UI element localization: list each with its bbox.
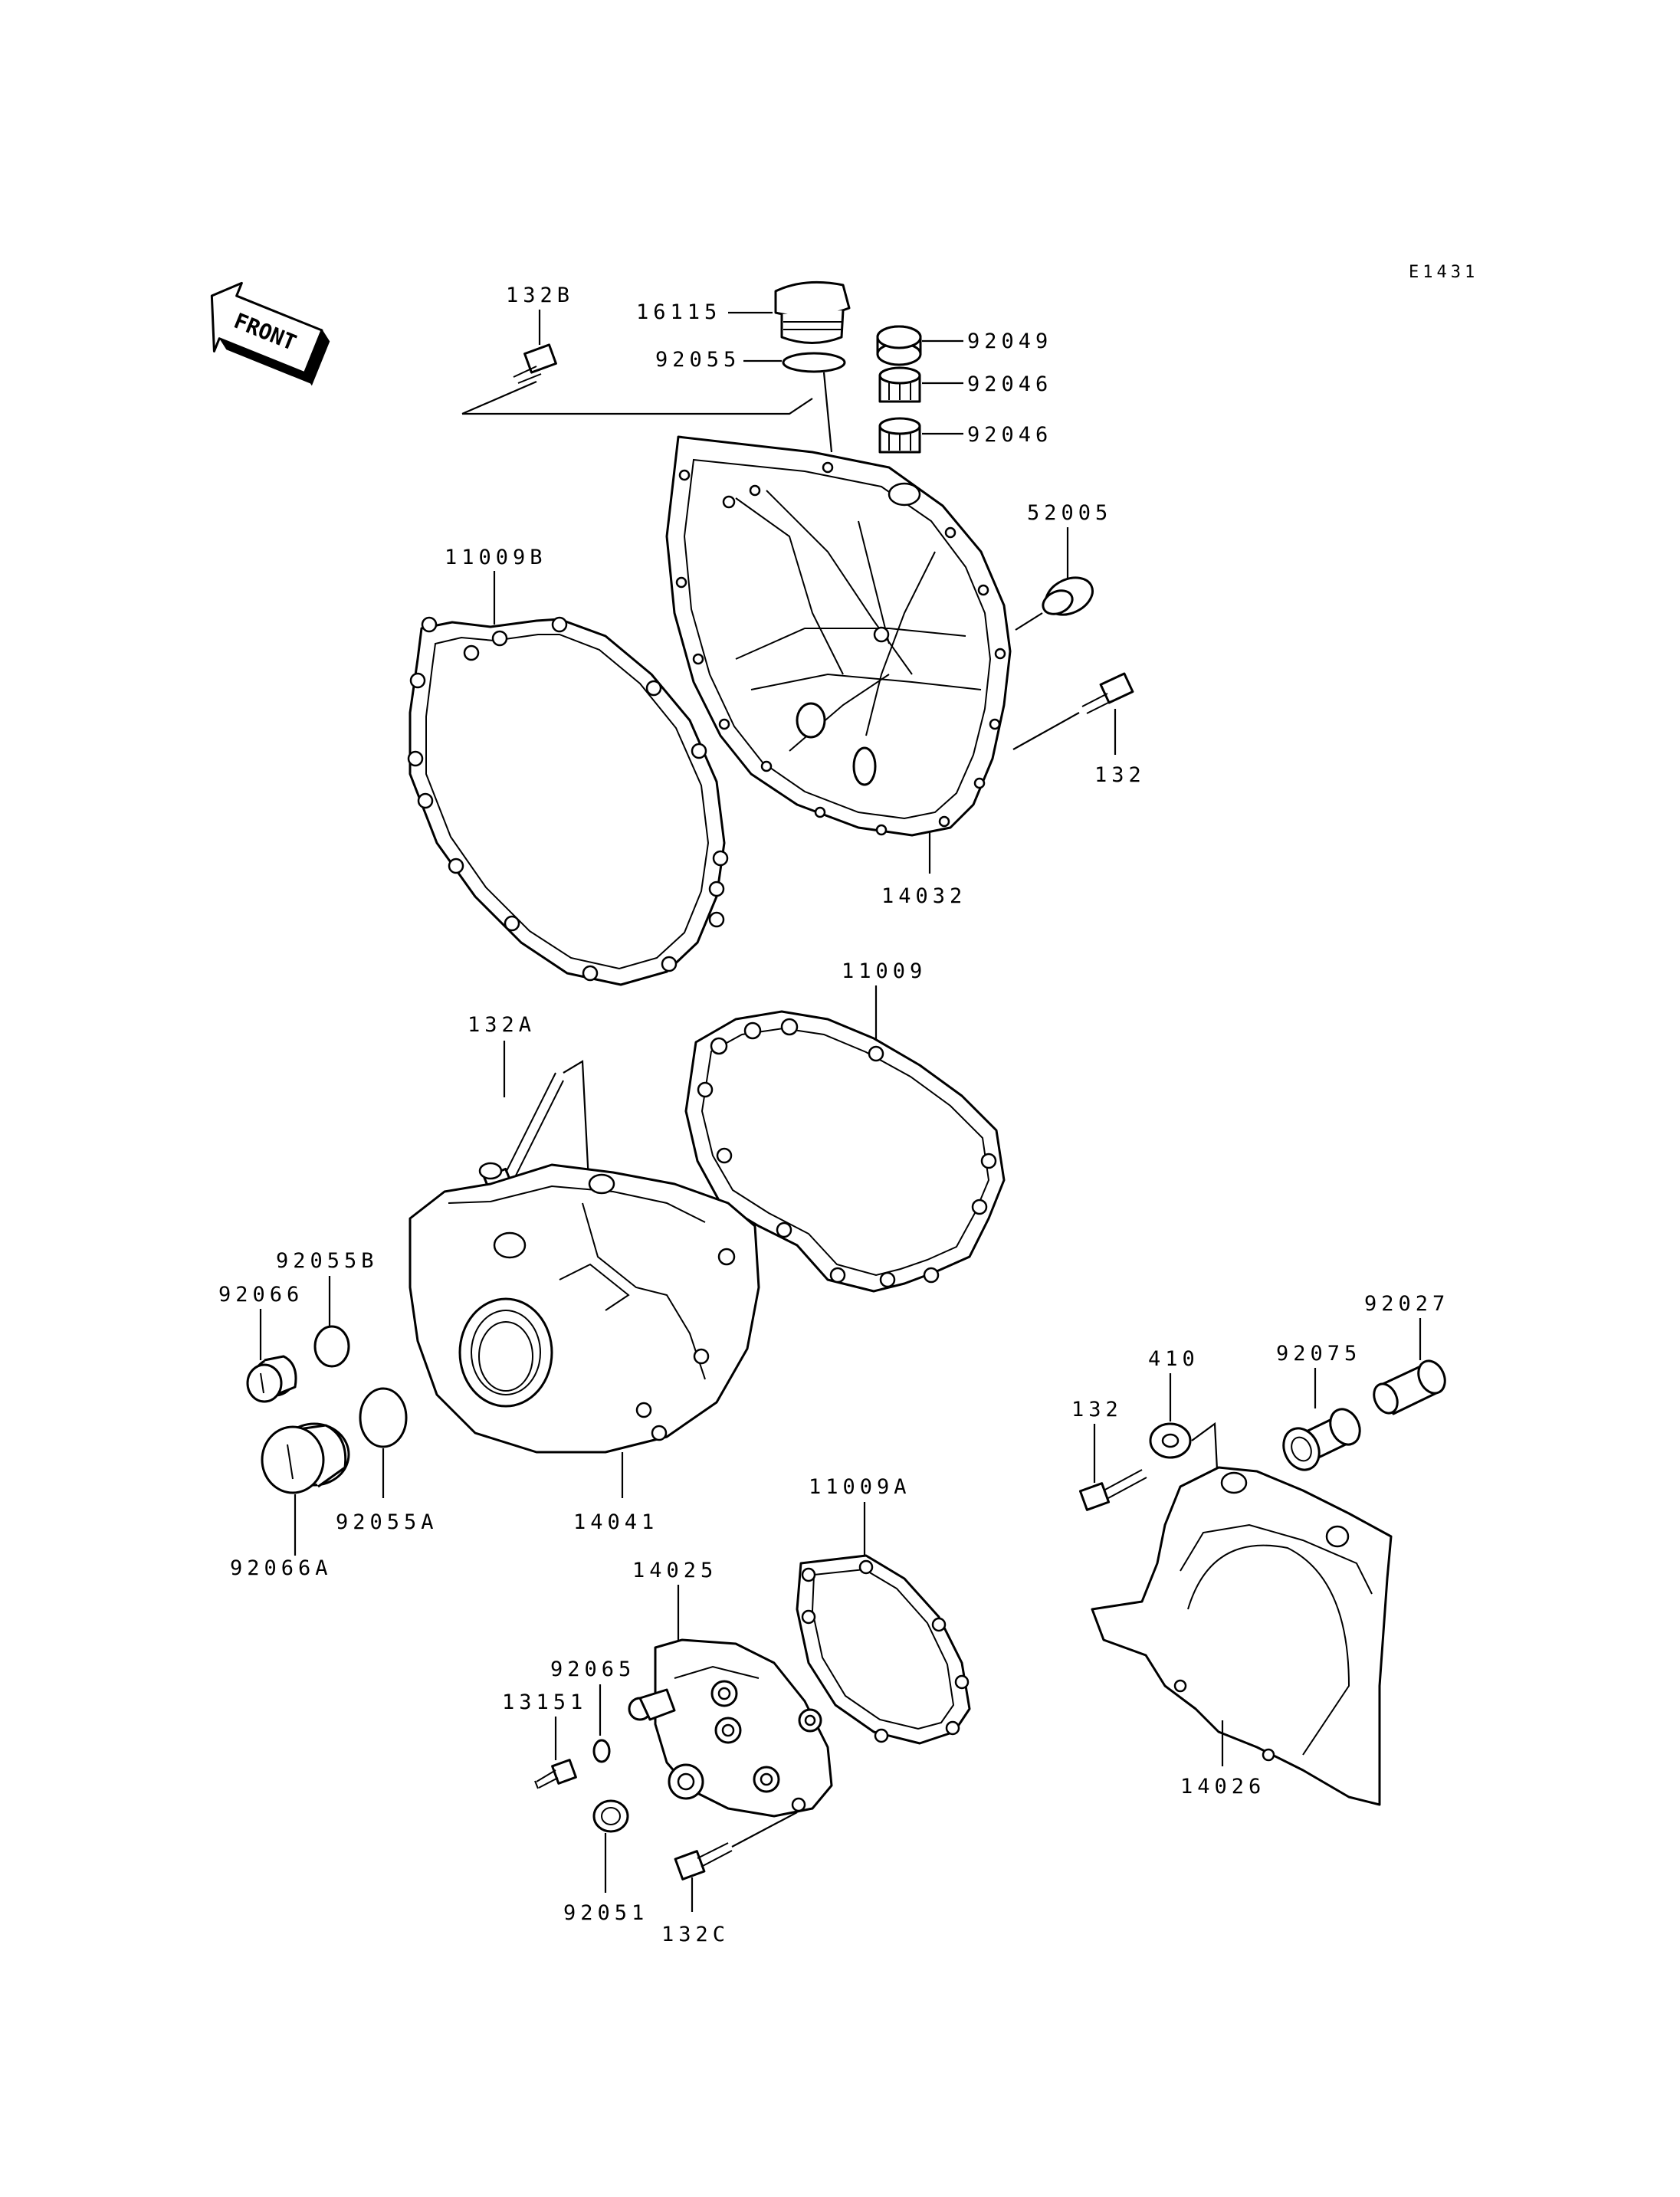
sprocket-cover-14026 xyxy=(1091,1466,1393,1806)
collar-92075 xyxy=(1282,1408,1361,1471)
label-16115: 16115 xyxy=(636,300,721,324)
label-13151: 13151 xyxy=(502,1690,587,1714)
label-92075: 92075 xyxy=(1276,1342,1361,1366)
bolt-132-right xyxy=(1078,1469,1147,1511)
gasket-11009a xyxy=(796,1554,971,1745)
bearing-92046-a xyxy=(878,366,921,403)
label-92027: 92027 xyxy=(1364,1292,1449,1316)
gasket-11009b xyxy=(407,616,729,986)
label-92049: 92049 xyxy=(967,330,1052,353)
label-11009a: 11009A xyxy=(809,1475,911,1499)
washer-92065 xyxy=(592,1739,611,1763)
bearing-92046-b xyxy=(878,417,921,454)
bolt-132-top xyxy=(1081,672,1134,714)
label-92055: 92055 xyxy=(655,348,740,372)
label-11009b: 11009B xyxy=(445,546,547,569)
washer-410 xyxy=(1149,1422,1192,1459)
diagram-code: E1431 xyxy=(1409,263,1478,282)
label-132b: 132B xyxy=(506,284,574,307)
label-14026: 14026 xyxy=(1180,1775,1265,1799)
label-92051: 92051 xyxy=(563,1901,648,1925)
label-132c: 132C xyxy=(661,1923,730,1946)
bolt-132b xyxy=(513,343,557,384)
label-132-right: 132 xyxy=(1071,1398,1123,1421)
o-ring-92055b xyxy=(313,1325,350,1368)
label-132a: 132A xyxy=(468,1013,536,1037)
bushing-92027 xyxy=(1373,1359,1446,1415)
filler-cap-16115 xyxy=(774,280,851,344)
label-14032: 14032 xyxy=(881,884,966,908)
label-410: 410 xyxy=(1148,1347,1199,1371)
label-14025: 14025 xyxy=(632,1559,717,1582)
label-92046-a: 92046 xyxy=(967,372,1052,396)
seal-92051 xyxy=(592,1799,629,1833)
label-92046-b: 92046 xyxy=(967,423,1052,447)
o-ring-92055a xyxy=(359,1387,408,1448)
label-92055a: 92055A xyxy=(336,1510,438,1534)
label-52005: 52005 xyxy=(1027,501,1112,525)
label-92066: 92066 xyxy=(218,1283,304,1307)
clutch-cover-14032 xyxy=(665,435,1012,837)
generator-cover-14041 xyxy=(409,1162,760,1454)
bolt-132c xyxy=(674,1842,733,1881)
label-132-top: 132 xyxy=(1094,763,1146,787)
label-14041: 14041 xyxy=(573,1510,658,1534)
label-92065: 92065 xyxy=(550,1658,635,1681)
plug-92066 xyxy=(246,1355,297,1403)
seal-92049 xyxy=(876,325,922,366)
gasket-11009 xyxy=(684,1010,1006,1293)
label-92055b: 92055B xyxy=(276,1249,379,1273)
screw-13151 xyxy=(534,1759,577,1789)
label-92066a: 92066A xyxy=(230,1556,333,1580)
label-11009: 11009 xyxy=(842,959,927,983)
o-ring-92055 xyxy=(782,352,846,373)
plug-92066a xyxy=(261,1422,350,1494)
oil-seal-52005 xyxy=(1042,576,1094,616)
starter-cover-14025 xyxy=(628,1638,833,1818)
front-arrow-icon: FRONT xyxy=(210,281,330,386)
